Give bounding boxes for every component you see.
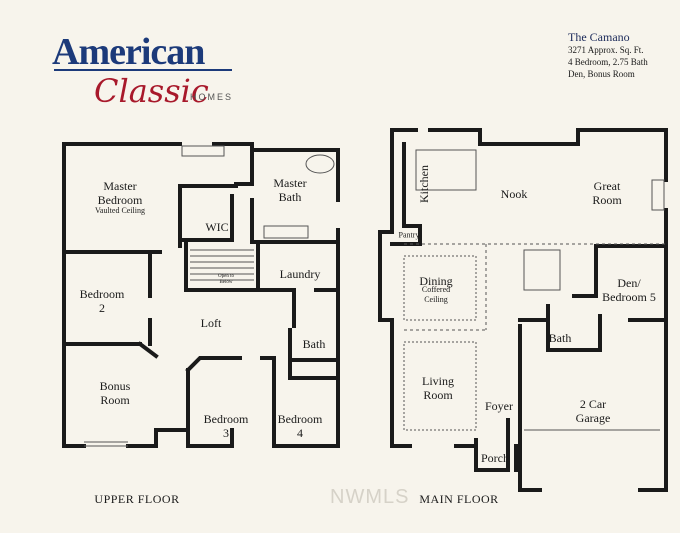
room-master-bath: Master Bath — [273, 176, 307, 204]
room-nook: Nook — [500, 187, 528, 201]
room-vaulted-ceiling: Vaulted Ceiling — [95, 206, 145, 215]
room-bonus-room: Bonus Room — [99, 379, 131, 407]
plan-info: The Camano 3271 Approx. Sq. Ft. 4 Bedroo… — [568, 30, 668, 80]
room-bedroom-2: Bedroom 2 — [79, 287, 125, 315]
room-foyer: Foyer — [485, 399, 513, 413]
room-main-bath: Bath — [548, 331, 572, 345]
brand-line1: American — [52, 31, 205, 73]
room-living-room: Living Room — [422, 374, 454, 402]
room-great-room: Great Room — [592, 179, 622, 207]
watermark: NWMLS — [330, 486, 410, 508]
room-bedroom-3: Bedroom 3 — [203, 412, 249, 440]
brand-rule — [54, 69, 232, 71]
room-upper-bath: Bath — [302, 337, 326, 351]
brand-logo: American Classic HOMES — [52, 30, 242, 110]
coffered-ceiling-note: Coffered Ceiling — [421, 285, 451, 304]
room-master-bedroom: Master Bedroom — [97, 179, 143, 207]
plan-sqft: 3271 Approx. Sq. Ft. — [568, 45, 644, 55]
brand-line3: HOMES — [190, 92, 234, 102]
upper-floor-title: UPPER FLOOR — [94, 492, 180, 506]
open-to-below-note: Open to Below — [218, 274, 234, 285]
room-den-bedroom-5: Den/ Bedroom 5 — [602, 276, 656, 304]
plan-rooms: 4 Bedroom, 2.75 Bath — [568, 57, 648, 67]
room-porch: Porch — [481, 451, 509, 465]
main-floor-title: MAIN FLOOR — [419, 492, 499, 506]
room-loft: Loft — [200, 316, 222, 330]
room-dining: Dining — [419, 274, 453, 288]
plan-extras: Den, Bonus Room — [568, 69, 635, 79]
room-laundry: Laundry — [279, 267, 321, 281]
brand-line2: Classic — [94, 72, 209, 110]
room-pantry: Pantry — [398, 230, 420, 240]
plan-name: The Camano — [568, 30, 630, 44]
room-bedroom-4: Bedroom 4 — [277, 412, 323, 440]
room-kitchen: Kitchen — [417, 165, 431, 203]
room-garage: 2 Car Garage — [575, 397, 611, 425]
room-wic: WIC — [205, 220, 229, 234]
